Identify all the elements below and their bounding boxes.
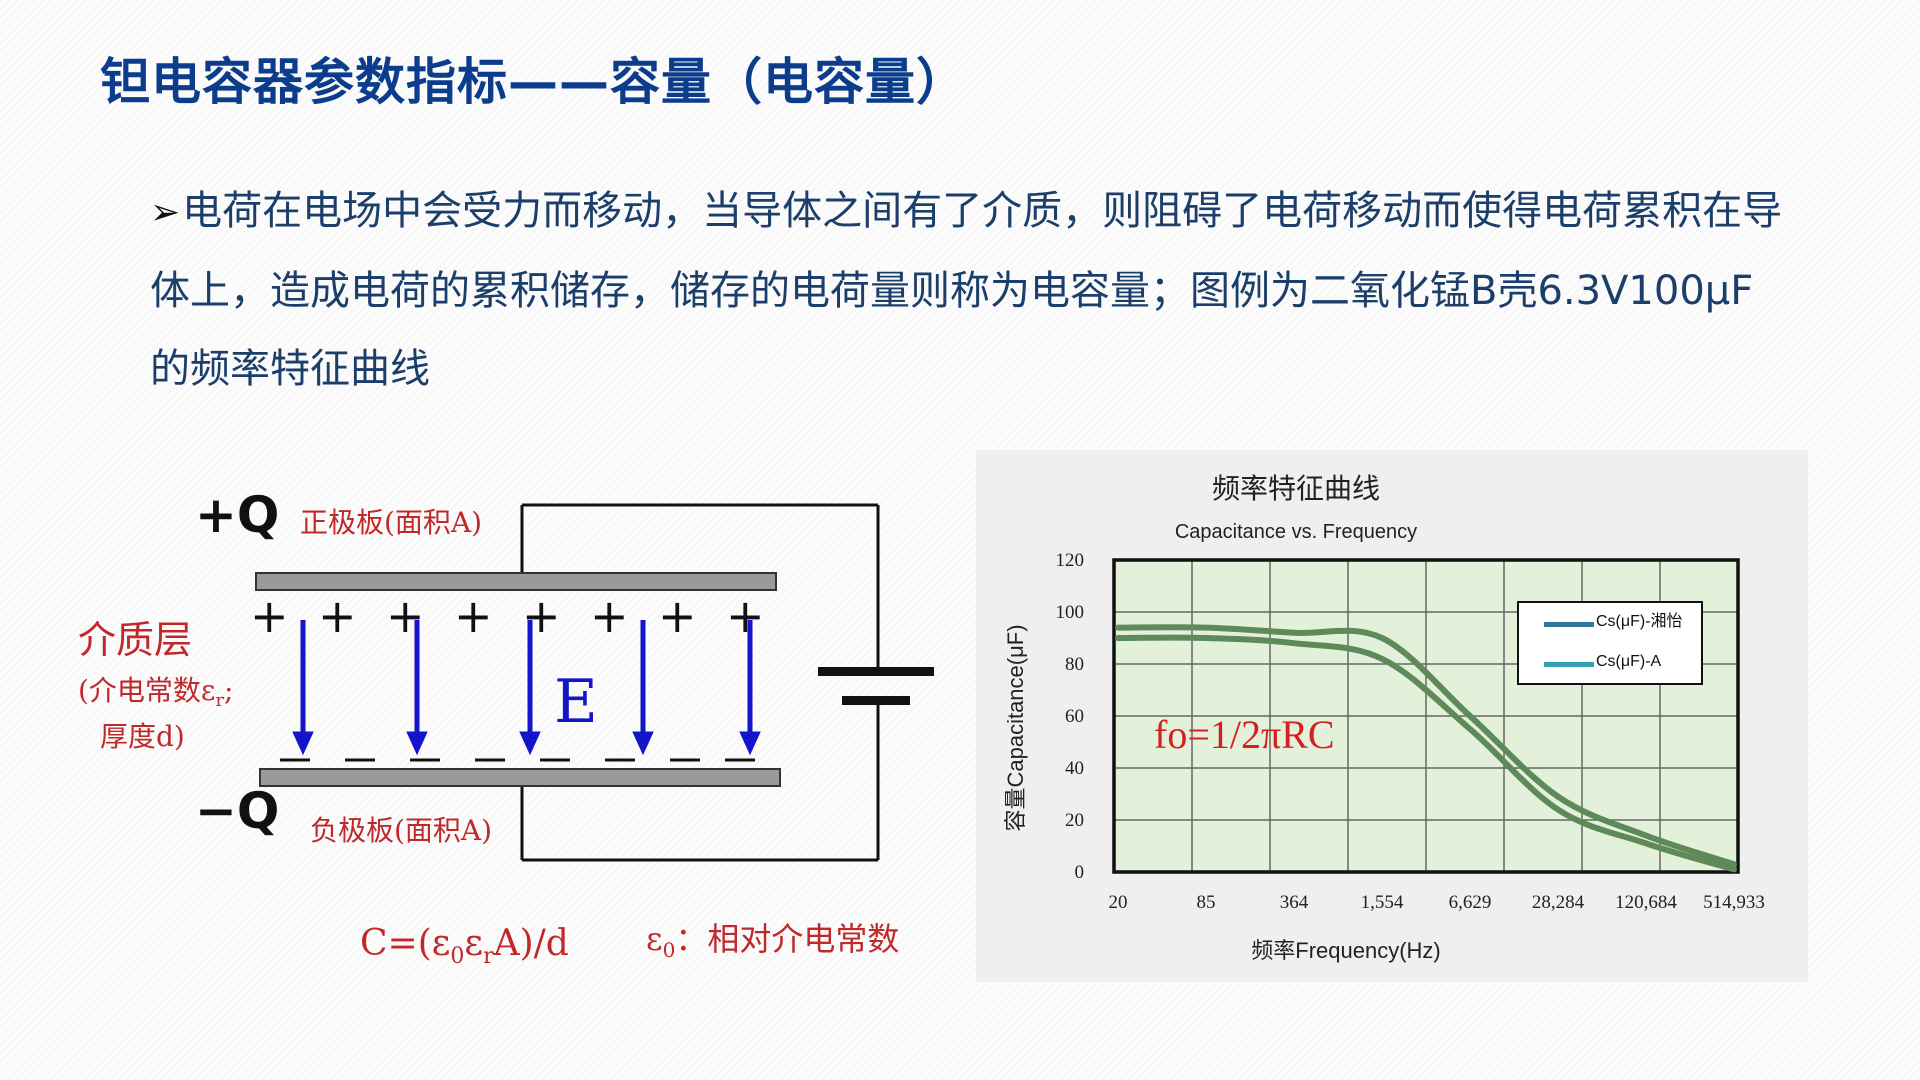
y-tick-label: 100 [1056, 602, 1085, 623]
bullet-arrow-icon: ➢ [150, 192, 181, 233]
positive-plate-label: 正极板(面积A) [300, 506, 482, 539]
x-tick-label: 120,684 [1615, 892, 1677, 913]
series-line-1 [1115, 624, 1737, 868]
y-tick-label: 120 [1056, 550, 1085, 571]
dielectric-constant-label: (介电常数εr; [78, 674, 233, 711]
cutoff-frequency-annotation: fo=1/2πRC [1154, 712, 1335, 757]
plot-border [1112, 558, 1740, 874]
dielectric-thickness-label: 厚度d) [100, 720, 185, 753]
x-axis-label: 频率Frequency(Hz) [1251, 938, 1440, 963]
legend-swatch-1 [1544, 622, 1594, 627]
negative-plate [259, 768, 781, 787]
plus-sign-8: + [726, 589, 765, 643]
positive-plate [255, 572, 777, 591]
plus-sign-1: + [250, 589, 289, 643]
field-arrow-5 [739, 620, 761, 756]
electric-field-arrows [292, 620, 761, 756]
description-paragraph: ➢电荷在电场中会受力而移动，当导体之间有了介质，则阻碍了电荷移动而使得电荷累积在… [150, 172, 1790, 408]
frequency-chart-panel: 频率特征曲线 Capacitance vs. Frequency 频率Frequ… [976, 450, 1808, 982]
y-tick-label: 80 [1065, 654, 1084, 675]
capacitance-formula: C=(ε0εrA)/d [360, 923, 569, 969]
legend-swatch-2 [1544, 662, 1594, 667]
y-tick-label: 40 [1065, 758, 1084, 779]
plus-sign-6: + [590, 589, 629, 643]
x-tick-label: 85 [1197, 892, 1216, 913]
plus-sign-4: + [454, 589, 493, 643]
chart-legend [1517, 601, 1703, 685]
x-tick-label: 20 [1109, 892, 1128, 913]
y-tick-label: 0 [1075, 862, 1085, 883]
x-tick-label: 6,629 [1449, 892, 1492, 913]
negative-plate-label: 负极板(面积A) [310, 814, 492, 847]
y-tick-label: 20 [1065, 810, 1084, 831]
field-arrow-4 [632, 620, 654, 756]
x-tick-label: 28,284 [1532, 892, 1585, 913]
legend-label-2: Cs(μF)-A [1596, 653, 1662, 670]
field-arrow-1 [292, 620, 314, 756]
slide-title: 钽电容器参数指标——容量（电容量） [100, 53, 967, 111]
negative-charge-label: −Q [195, 782, 279, 840]
positive-charge-label: +Q [195, 486, 279, 544]
frequency-chart: 频率特征曲线 Capacitance vs. Frequency 频率Frequ… [1003, 472, 1765, 963]
x-tick-label: 364 [1280, 892, 1309, 913]
dielectric-label: 介质层 [78, 618, 192, 662]
series-line-2 [1115, 634, 1737, 873]
chart-title-cn: 频率特征曲线 [1212, 472, 1380, 505]
plus-sign-7: + [658, 589, 697, 643]
capacitor-diagram: +Q −Q 正极板(面积A) 负极板(面积A) + + + + + + + + … [78, 486, 934, 969]
y-tick-label: 60 [1065, 706, 1084, 727]
field-arrow-2 [406, 620, 428, 756]
field-label-e: E [554, 667, 598, 737]
positive-charges: + + + + + + + + [250, 589, 765, 643]
legend-label-1: Cs(μF)-湘怡 [1596, 612, 1683, 630]
battery-long-plate [818, 667, 934, 676]
description-text: 电荷在电场中会受力而移动，当导体之间有了介质，则阻碍了电荷移动而使得电荷累积在导… [150, 188, 1783, 392]
battery-short-plate [842, 696, 910, 705]
x-tick-label: 514,933 [1703, 892, 1765, 913]
plus-sign-2: + [318, 589, 357, 643]
x-tick-label: 1,554 [1361, 892, 1404, 913]
y-axis-label: 容量Capacitance(μF) [1003, 624, 1028, 831]
epsilon-zero-definition: ε0：相对介电常数 [646, 920, 899, 962]
field-arrow-3 [519, 620, 541, 756]
chart-title-en: Capacitance vs. Frequency [1175, 521, 1417, 543]
